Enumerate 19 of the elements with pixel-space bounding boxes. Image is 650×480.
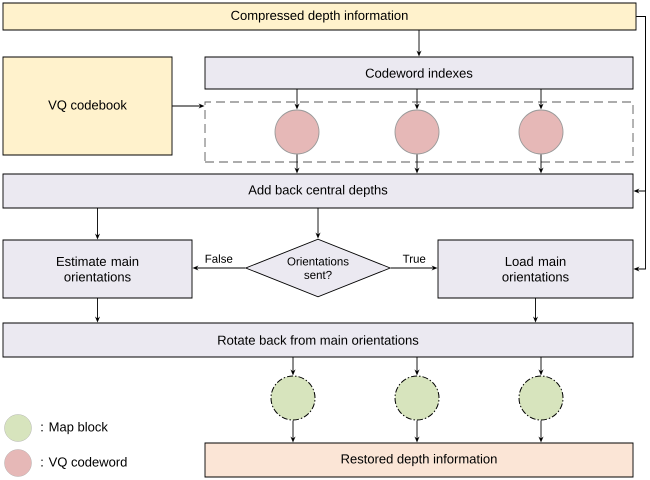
map-block-circle (518, 376, 564, 420)
process-box: Estimate main orientations (2, 240, 192, 298)
codeword-circle (394, 110, 440, 154)
codeword-circle (518, 110, 564, 154)
process-box: Rotate back from main orientations (2, 322, 634, 358)
edge-label: True (402, 254, 427, 264)
codebook-box: VQ codebook (2, 56, 172, 156)
map-block-circle (394, 376, 440, 420)
process-box: Load main orientations (438, 240, 634, 298)
input-box: Compressed depth information (2, 2, 636, 30)
edge-label: False (204, 253, 234, 264)
map-block-circle (270, 376, 316, 420)
dashed-group-box (204, 102, 634, 162)
process-box: Add back central depths (2, 174, 634, 208)
legend-label: : VQ codeword (41, 457, 127, 469)
output-box: Restored depth information (204, 442, 634, 478)
codeword-circle (274, 110, 320, 154)
legend-label: : Map block (41, 422, 108, 434)
process-box: Codeword indexes (204, 56, 634, 90)
